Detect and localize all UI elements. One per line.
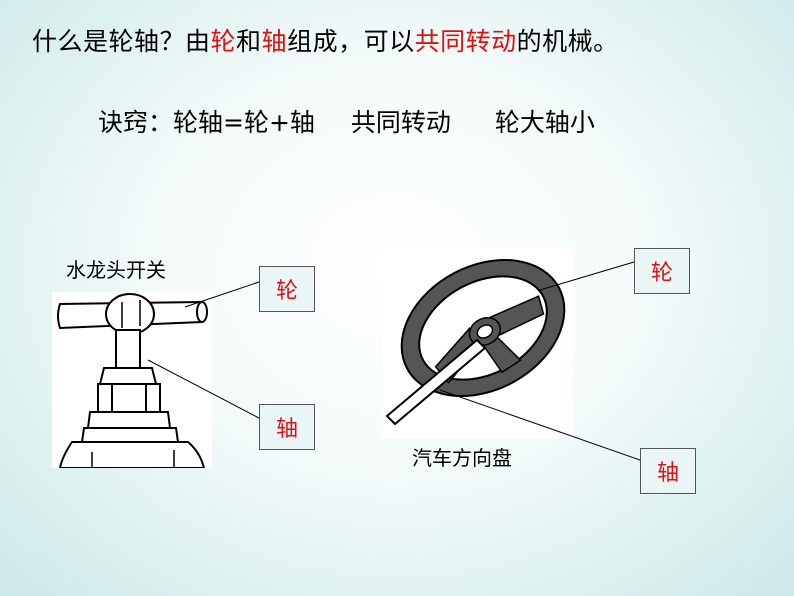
heading-question: 什么是轮轴？由轮和轴组成，可以共同转动的机械。 (32, 22, 619, 58)
heading-text-2: 和 (236, 27, 262, 56)
tip-rule-size: 轮大轴小 (494, 108, 595, 137)
tip-line: 诀窍：轮轴=轮+轴 共同转动 轮大轴小 (98, 103, 595, 139)
heading-axle-word: 轴 (261, 27, 288, 56)
heading-text-1: 什么是轮轴？由 (32, 27, 211, 56)
faucet-axle-leader (147, 359, 260, 419)
faucet-image (52, 292, 212, 469)
steering-axle-label: 轴 (640, 448, 696, 494)
heading-text-4: 的机械。 (516, 27, 619, 56)
steering-drawing (385, 258, 566, 426)
tip-formula: 诀窍：轮轴=轮+轴 (98, 108, 315, 137)
tip-rule-rotate: 共同转动 (350, 108, 451, 137)
steering-wheel-label: 轮 (634, 248, 690, 294)
faucet-wheel-leader (184, 281, 260, 308)
faucet-axle-label: 轴 (259, 404, 315, 450)
heading-rotate-words: 共同转动 (414, 27, 517, 56)
faucet-wheel-label: 轮 (259, 266, 315, 312)
faucet-caption: 水龙头开关 (66, 258, 166, 282)
heading-text-3: 组成，可以 (287, 27, 415, 56)
steering-caption: 汽车方向盘 (412, 446, 512, 470)
steering-image (383, 248, 573, 438)
faucet-drawing (57, 293, 208, 469)
heading-wheel-word: 轮 (210, 27, 237, 56)
steering-axle-leader (439, 389, 641, 461)
steering-wheel-leader (539, 261, 635, 291)
